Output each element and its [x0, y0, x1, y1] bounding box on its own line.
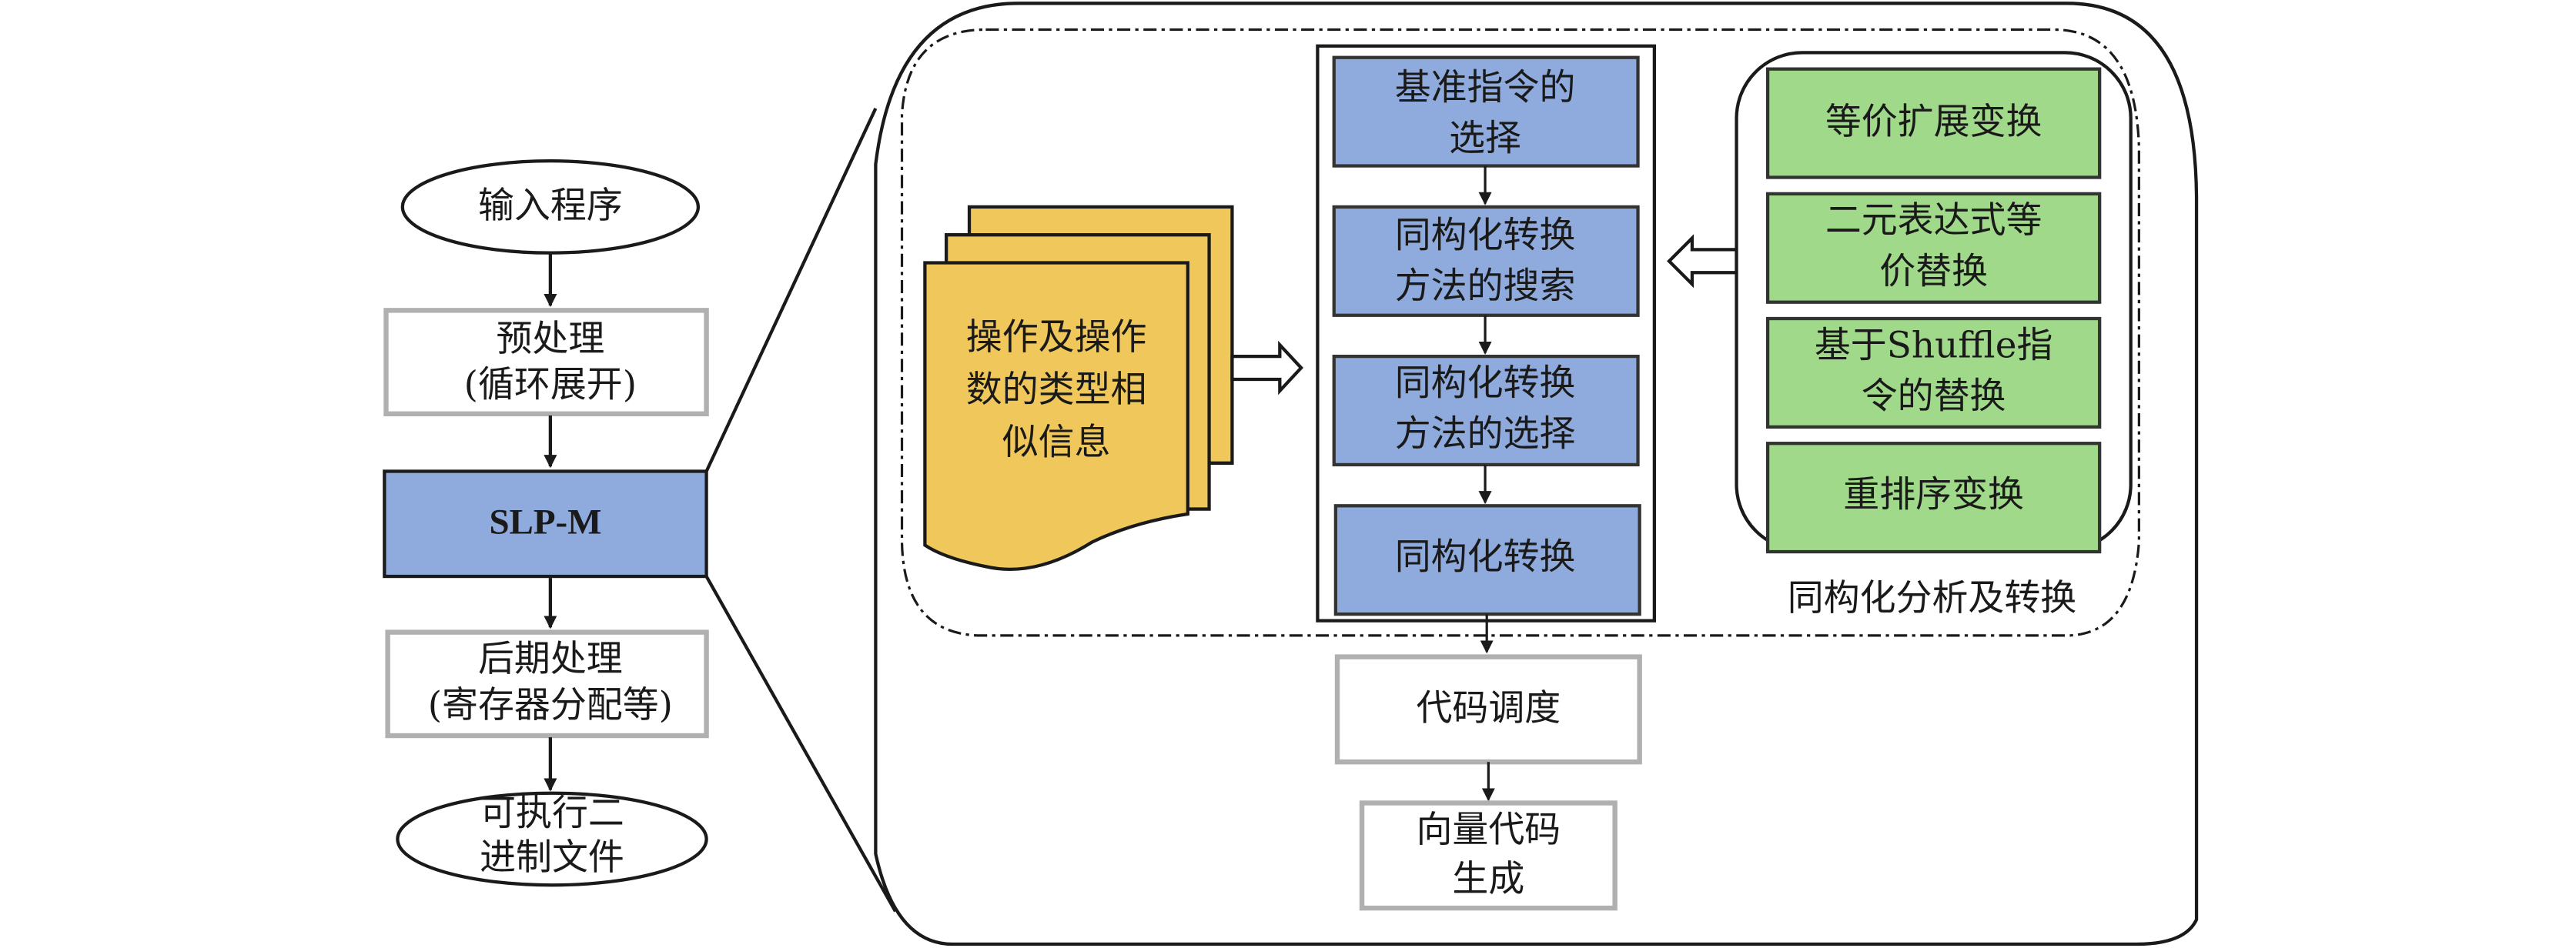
rule-2-line2: 价替换	[1879, 250, 1988, 292]
executable-label-line2: 进制文件	[480, 836, 624, 879]
rule-4-line1: 重排序变换	[1843, 474, 2024, 516]
isomorphism-region	[900, 28, 2140, 637]
rule-3-line2: 令的替换	[1862, 376, 2006, 418]
doc-label-line2: 数的类型相	[966, 369, 1147, 411]
step-3-line2: 方法的选择	[1395, 413, 1576, 456]
postprocess-node	[385, 629, 709, 739]
step-baseline-selection: 基准指令的 选择	[1332, 55, 1640, 168]
executable-binary-node	[396, 791, 708, 887]
rule-binary-expression-replacement: 二元表达式等 价替换	[1765, 192, 2102, 304]
rule-equivalent-expansion: 等价扩展变换	[1765, 67, 2102, 179]
doc-label-line1: 操作及操作	[966, 316, 1147, 359]
rule-3-line1: 基于Shuffle指	[1815, 324, 2053, 366]
step-2-line1: 同构化转换	[1395, 214, 1576, 256]
step-1-line2: 选择	[1449, 118, 1521, 160]
rule-1-line1: 等价扩展变换	[1825, 101, 2042, 143]
doc-label-line3: 似信息	[1002, 421, 1111, 463]
left-flow: 输入程序 预处理 (循环展开) SLP-M 后期处理 (寄存器分配等) 可执行二…	[383, 159, 709, 887]
slpm-node	[383, 469, 708, 579]
vector-codegen-node	[1359, 800, 1618, 911]
step-transform-selection: 同构化转换 方法的选择	[1332, 354, 1640, 467]
postprocess-label-line2: (寄存器分配等)	[428, 684, 673, 726]
step-3-line1: 同构化转换	[1395, 362, 1576, 405]
rule-2-line1: 二元表达式等	[1825, 199, 2042, 242]
code-scheduling-node	[1334, 654, 1642, 765]
preprocess-label-line1: 预处理	[496, 318, 604, 360]
code-scheduling-label: 代码调度	[1416, 687, 1561, 729]
postprocess-label-line1: 后期处理	[478, 638, 623, 680]
zoom-line-top	[704, 107, 878, 472]
step-transform-search: 同构化转换 方法的搜索	[1332, 205, 1640, 317]
slpm-detail-region	[874, 2, 2199, 946]
step-1-line1: 基准指令的	[1395, 66, 1576, 108]
step-4-line1: 同构化转换	[1395, 536, 1576, 579]
step-2-line2: 方法的搜索	[1395, 265, 1576, 308]
preprocess-node	[383, 308, 709, 416]
vector-codegen-line1: 向量代码	[1416, 809, 1561, 851]
rule-reorder: 重排序变换	[1765, 442, 2102, 554]
preprocess-label-line2: (循环展开)	[464, 364, 637, 406]
step-transform: 同构化转换	[1333, 504, 1641, 616]
input-program-label: 输入程序	[478, 185, 623, 227]
slpm-label: SLP-M	[489, 502, 601, 542]
type-similarity-doc: 操作及操作 数的类型相 似信息	[923, 205, 1234, 571]
hollow-arrow-right	[1230, 340, 1303, 396]
doc-page-front	[923, 261, 1189, 571]
rule-shuffle-replacement: 基于Shuffle指 令的替换	[1765, 316, 2102, 429]
hollow-arrow-left	[1667, 234, 1738, 289]
executable-label-line1: 可执行二	[480, 793, 624, 835]
isomorphism-region-label: 同构化分析及转换	[1788, 577, 2077, 619]
zoom-line-bottom	[704, 576, 897, 913]
vector-codegen-line2: 生成	[1452, 858, 1524, 900]
